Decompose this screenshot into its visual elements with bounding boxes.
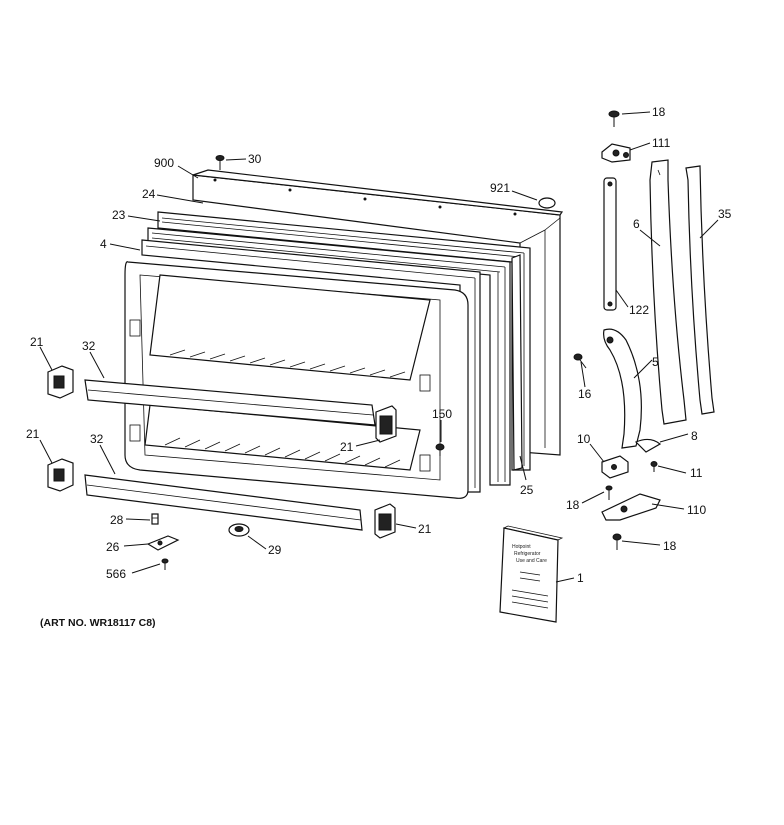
callout-111: 111 (652, 136, 671, 150)
callout-11: 11 (690, 466, 703, 480)
screw-30 (215, 155, 225, 170)
screw-top (608, 110, 620, 127)
screw-566 (161, 558, 169, 570)
use-and-care-booklet: Hotpoint Refrigerator Use and Care (499, 525, 564, 623)
upper-shelf-ribs (169, 349, 406, 378)
callout-29: 29 (268, 543, 282, 557)
callout-122: 122 (629, 303, 649, 317)
callout-24: 24 (142, 187, 156, 201)
hinge-bracket-5 (603, 328, 642, 449)
bar-end-cap-lower-right (374, 503, 396, 539)
bumper-29 (228, 523, 250, 537)
callout-labels: 18 111 30 900 921 24 23 6 35 4 122 21 32… (26, 105, 732, 585)
door-liner (124, 261, 469, 499)
leader-lines (39, 111, 719, 583)
door-edge-trim (511, 254, 523, 471)
callout-566: 566 (106, 567, 126, 581)
screw-18-mid (605, 485, 613, 500)
shelf-bar-lower (84, 474, 363, 531)
door-handle-6 (649, 159, 687, 425)
callout-21-upper-left: 21 (30, 335, 44, 349)
callout-921: 921 (490, 181, 510, 195)
booklet-line-3: Use and Care (516, 558, 547, 564)
callout-26: 26 (106, 540, 120, 554)
callout-32-lower: 32 (90, 432, 104, 446)
callout-23: 23 (112, 208, 126, 222)
callout-21-lower-left: 21 (26, 427, 40, 441)
screw-28 (151, 513, 159, 525)
hinge-bar (603, 177, 617, 311)
door-gasket (147, 227, 511, 486)
screw-16 (573, 353, 587, 369)
callout-900: 900 (154, 156, 174, 170)
booklet-line-2: Refrigerator (514, 551, 541, 557)
callout-25: 25 (520, 483, 534, 497)
door-seal-layer (157, 211, 531, 471)
bar-end-cap-upper-right (375, 405, 397, 443)
callout-4: 4 (100, 237, 107, 251)
lower-shelf-ribs (164, 437, 401, 468)
screw-11 (650, 461, 658, 472)
hinge-pin-10 (601, 455, 629, 479)
callout-150: 150 (432, 407, 452, 421)
callout-110: 110 (687, 503, 706, 517)
callout-35: 35 (718, 207, 732, 221)
callout-16: 16 (578, 387, 592, 401)
callout-10: 10 (577, 432, 591, 446)
bar-end-cap-lower-left (47, 458, 74, 492)
callout-28: 28 (110, 513, 124, 527)
callout-21-lower-right: 21 (418, 522, 432, 536)
callout-5: 5 (652, 355, 659, 369)
callout-32-upper: 32 (82, 339, 96, 353)
callout-8: 8 (691, 429, 698, 443)
callout-21-upper-right: 21 (340, 440, 354, 454)
callout-6: 6 (633, 217, 640, 231)
bar-end-cap-upper-left (47, 365, 74, 399)
screw-18-bottom (612, 533, 622, 550)
callout-18-bottom: 18 (663, 539, 677, 553)
clip-26 (146, 535, 180, 551)
screw-150 (435, 443, 445, 456)
shelf-bar-upper (84, 379, 376, 426)
washer-8 (634, 438, 662, 453)
callout-1: 1 (577, 571, 584, 585)
plug-921 (538, 197, 556, 209)
door-handle-35 (685, 165, 715, 415)
bottom-hinge-110 (601, 493, 661, 521)
booklet-line-1: Hotpoint (512, 544, 531, 550)
callout-18-mid: 18 (566, 498, 580, 512)
art-number: (ART NO. WR18117 C8) (40, 617, 156, 629)
top-hinge-block (601, 143, 631, 163)
callout-18-top: 18 (652, 105, 666, 119)
callout-30: 30 (248, 152, 262, 166)
